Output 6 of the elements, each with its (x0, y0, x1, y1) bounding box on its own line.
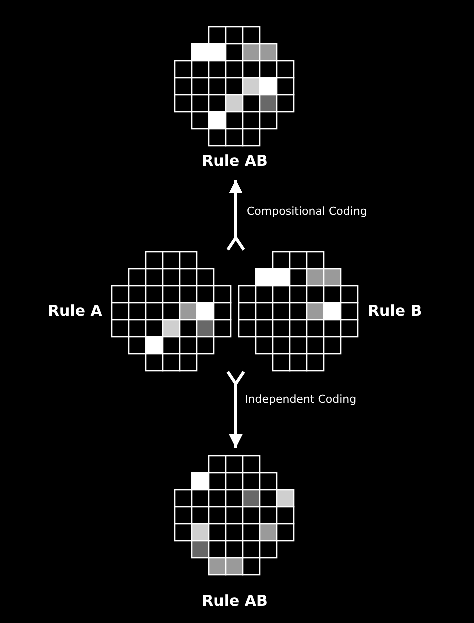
coding-label: Independent Coding (245, 393, 357, 406)
rule-label: Rule AB (201, 592, 269, 610)
rule-label: Rule AB (201, 152, 269, 170)
rule-label: Rule B (368, 302, 424, 320)
coding-label: Compositional Coding (247, 205, 368, 218)
rule-label: Rule A (48, 302, 104, 320)
